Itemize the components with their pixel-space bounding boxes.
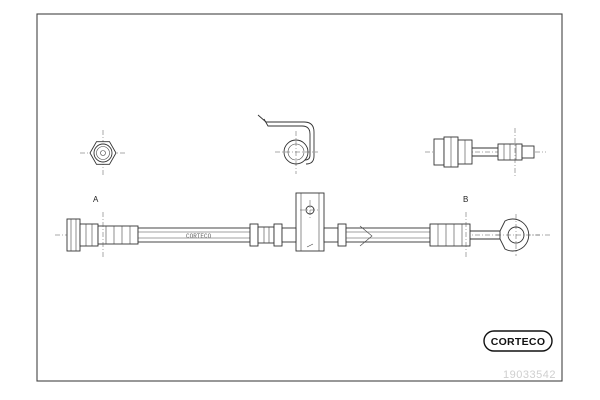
drawing-frame xyxy=(36,13,563,382)
logo-brand: CORTECO xyxy=(491,336,546,348)
hose-marking: CORTECO xyxy=(186,233,212,240)
view-label-a: A xyxy=(93,195,99,204)
left-ferrule xyxy=(79,223,99,247)
bracket-end-view xyxy=(257,114,318,174)
left-nut xyxy=(66,218,81,252)
fitting-side-view-b xyxy=(425,128,546,176)
part-number: 19033542 xyxy=(503,369,556,381)
banjo-eye xyxy=(496,214,540,256)
corteco-logo: CORTECO xyxy=(483,330,553,352)
end-view-a xyxy=(80,130,126,176)
view-label-b: B xyxy=(463,195,468,204)
brake-hose-assembly: CORTECO xyxy=(55,192,550,258)
right-ferrule xyxy=(429,223,471,247)
hose-section-right xyxy=(345,227,431,243)
